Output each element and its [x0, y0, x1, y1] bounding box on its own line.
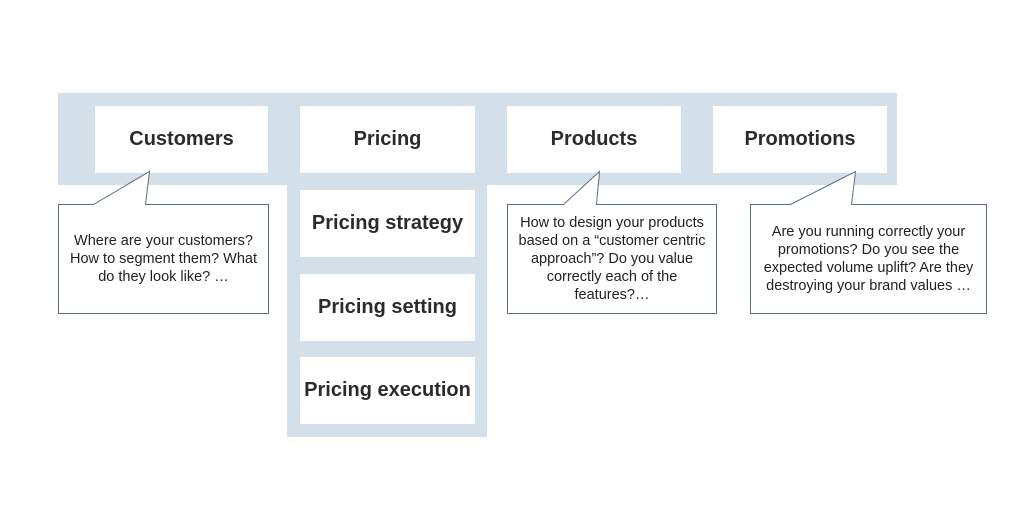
- pricing-setting-box: Pricing setting: [300, 274, 475, 341]
- category-products: Products: [507, 106, 681, 173]
- category-promotions: Promotions: [713, 106, 887, 173]
- promotions-callout-text: Are you running correctly your promotion…: [763, 224, 974, 294]
- category-pricing: Pricing: [300, 106, 475, 173]
- customers-callout-text: Where are your customers? How to segment…: [70, 233, 257, 285]
- category-customers: Customers: [95, 106, 268, 173]
- pricing-strategy-box: Pricing strategy: [300, 190, 475, 257]
- products-callout-text: How to design your products based on a “…: [518, 215, 706, 303]
- pricing-execution-box: Pricing execution: [300, 357, 475, 424]
